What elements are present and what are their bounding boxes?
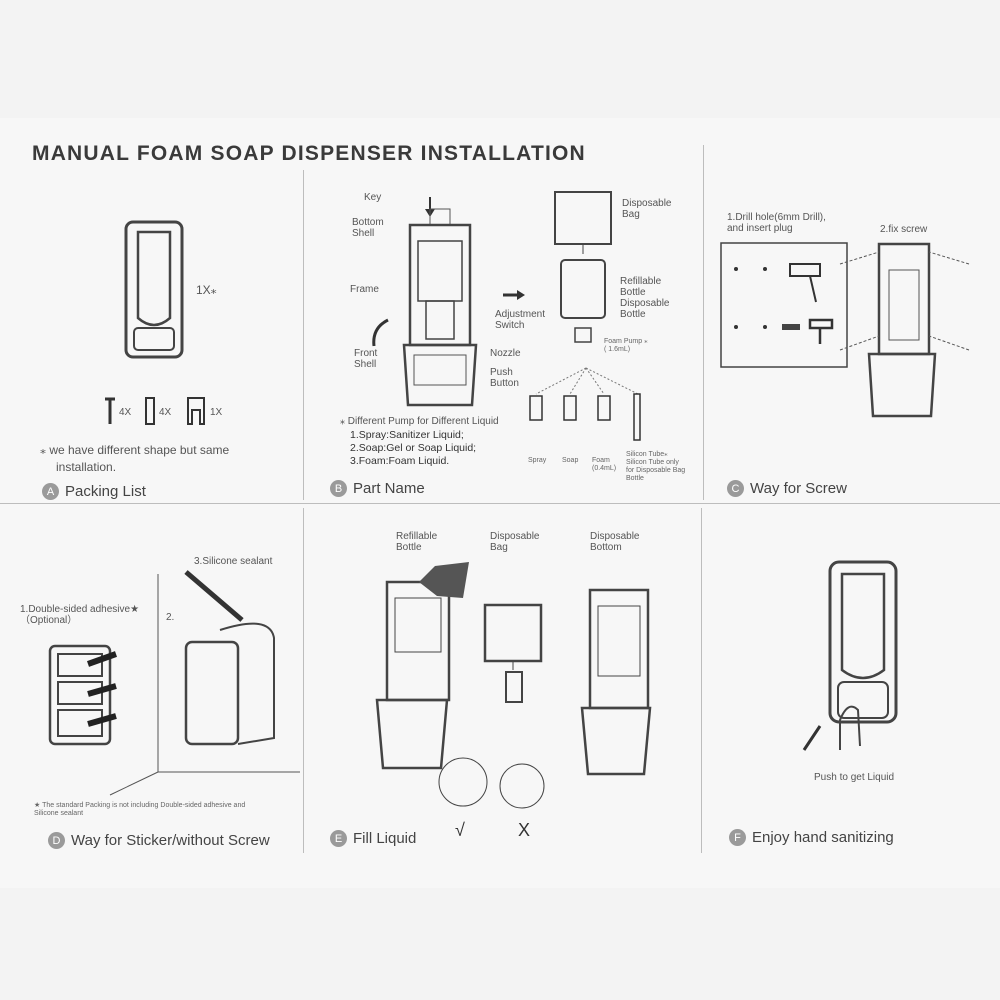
section-f-heading: F Enjoy hand sanitizing bbox=[729, 829, 894, 846]
section-name: Way for Sticker/without Screw bbox=[71, 832, 270, 849]
label-adjustment-switch: Adjustment Switch bbox=[495, 309, 546, 331]
wrong-mark: X bbox=[518, 820, 531, 840]
rotate-arrow-icon bbox=[372, 318, 389, 347]
label-soap: Soap bbox=[562, 457, 579, 464]
check-circle-illustration bbox=[499, 763, 545, 809]
label-key: Key bbox=[364, 192, 382, 203]
pump-list-item: 2.Soap:Gel or Soap Liquid; bbox=[350, 442, 477, 454]
qty-main: 1X⁎ bbox=[196, 283, 217, 297]
dispenser-open-illustration bbox=[839, 242, 970, 418]
section-name: Enjoy hand sanitizing bbox=[752, 829, 894, 846]
section-name: Fill Liquid bbox=[353, 830, 417, 847]
label-frame: Frame bbox=[350, 284, 379, 295]
qty-plug: 4X bbox=[159, 407, 172, 418]
disposable-bag-illustration bbox=[554, 191, 612, 343]
correct-mark: √ bbox=[455, 820, 465, 840]
label-silicon-tube: Silicon Tube⁎ Silicon Tube only for Disp… bbox=[626, 451, 686, 482]
note-line: ⁎ we have different shape but same bbox=[40, 443, 230, 457]
qty-screw: 4X bbox=[119, 407, 132, 418]
label-spray: Spray bbox=[528, 457, 547, 464]
step-2: 2. bbox=[166, 612, 175, 623]
label-disposable-bag: Disposable Bag bbox=[622, 198, 672, 220]
qty-key: 1X bbox=[210, 407, 223, 418]
label-push-button: Push Button bbox=[490, 367, 519, 389]
step-fix-screw: 2.fix screw bbox=[880, 224, 928, 235]
section-e-heading: E Fill Liquid bbox=[330, 830, 416, 847]
wall-plug-icon bbox=[145, 397, 155, 425]
pump-note: ⁎ Different Pump for Different Liquid bbox=[340, 416, 499, 427]
page-title: MANUAL FOAM SOAP DISPENSER INSTALLATION bbox=[32, 142, 586, 165]
divider bbox=[703, 145, 704, 500]
wall-corner-illustration bbox=[48, 570, 300, 796]
pump-list-item: 1.Spray:Sanitizer Liquid; bbox=[350, 429, 464, 441]
pump-list: 1.Spray:Sanitizer Liquid; 2.Soap:Gel or … bbox=[350, 429, 476, 468]
wall-panel-illustration bbox=[720, 242, 848, 368]
packing-note: ⁎ we have different shape but same insta… bbox=[40, 442, 229, 476]
step-silicone: 3.Silicone sealant bbox=[194, 556, 273, 567]
label-refillable-bottle: Refillable Bottle Disposable Bottle bbox=[620, 276, 670, 320]
dispenser-hand-illustration bbox=[802, 560, 898, 751]
divider bbox=[701, 508, 702, 853]
label-refillable-bottle: Refillable Bottle bbox=[396, 531, 438, 553]
label-nozzle: Nozzle bbox=[490, 348, 521, 359]
section-badge: E bbox=[330, 830, 347, 847]
section-badge: F bbox=[729, 829, 746, 846]
section-name: Way for Screw bbox=[750, 480, 847, 497]
pump-options-illustration bbox=[529, 367, 641, 441]
section-name: Packing List bbox=[65, 483, 146, 500]
section-c-heading: C Way for Screw bbox=[727, 480, 847, 497]
divider bbox=[303, 508, 304, 853]
disposable-dispenser-illustration bbox=[580, 588, 652, 776]
arrow-right-icon bbox=[503, 290, 525, 300]
label-foam: Foam (0.4mL) bbox=[592, 457, 617, 472]
section-badge: A bbox=[42, 483, 59, 500]
step-drill: 1.Drill hole(6mm Drill), and insert plug bbox=[727, 212, 826, 234]
label-disposable-bag: Disposable Bag bbox=[490, 531, 540, 553]
note-line: installation. bbox=[56, 460, 117, 474]
refill-dispenser-illustration bbox=[375, 562, 488, 807]
label-bottom-shell: Bottom Shell bbox=[352, 217, 384, 239]
divider bbox=[0, 503, 1000, 504]
section-b-heading: B Part Name bbox=[330, 480, 425, 497]
label-front-shell: Front Shell bbox=[354, 348, 378, 370]
push-caption: Push to get Liquid bbox=[814, 772, 895, 783]
section-badge: B bbox=[330, 480, 347, 497]
label-disposable-bottom: Disposable Bottom bbox=[590, 531, 640, 553]
section-name: Part Name bbox=[353, 480, 425, 497]
screw-icon bbox=[105, 397, 115, 424]
section-badge: D bbox=[48, 832, 65, 849]
dispenser-front-illustration bbox=[124, 220, 184, 359]
section-a-heading: A Packing List bbox=[42, 483, 146, 500]
sticker-footnote: ★ The standard Packing is not including … bbox=[34, 802, 246, 817]
divider bbox=[303, 170, 304, 500]
section-badge: C bbox=[727, 480, 744, 497]
key-icon bbox=[187, 397, 205, 425]
bag-illustration bbox=[483, 603, 543, 703]
pump-list-item: 3.Foam:Foam Liquid. bbox=[350, 455, 450, 467]
step-adhesive: 1.Double-sided adhesive★ （Optional） bbox=[20, 604, 140, 626]
dispenser-open-illustration bbox=[402, 197, 478, 407]
section-d-heading: D Way for Sticker/without Screw bbox=[48, 832, 270, 849]
label-foam-pump: Foam Pump ⁎ ( 1.6mL) bbox=[604, 338, 648, 353]
